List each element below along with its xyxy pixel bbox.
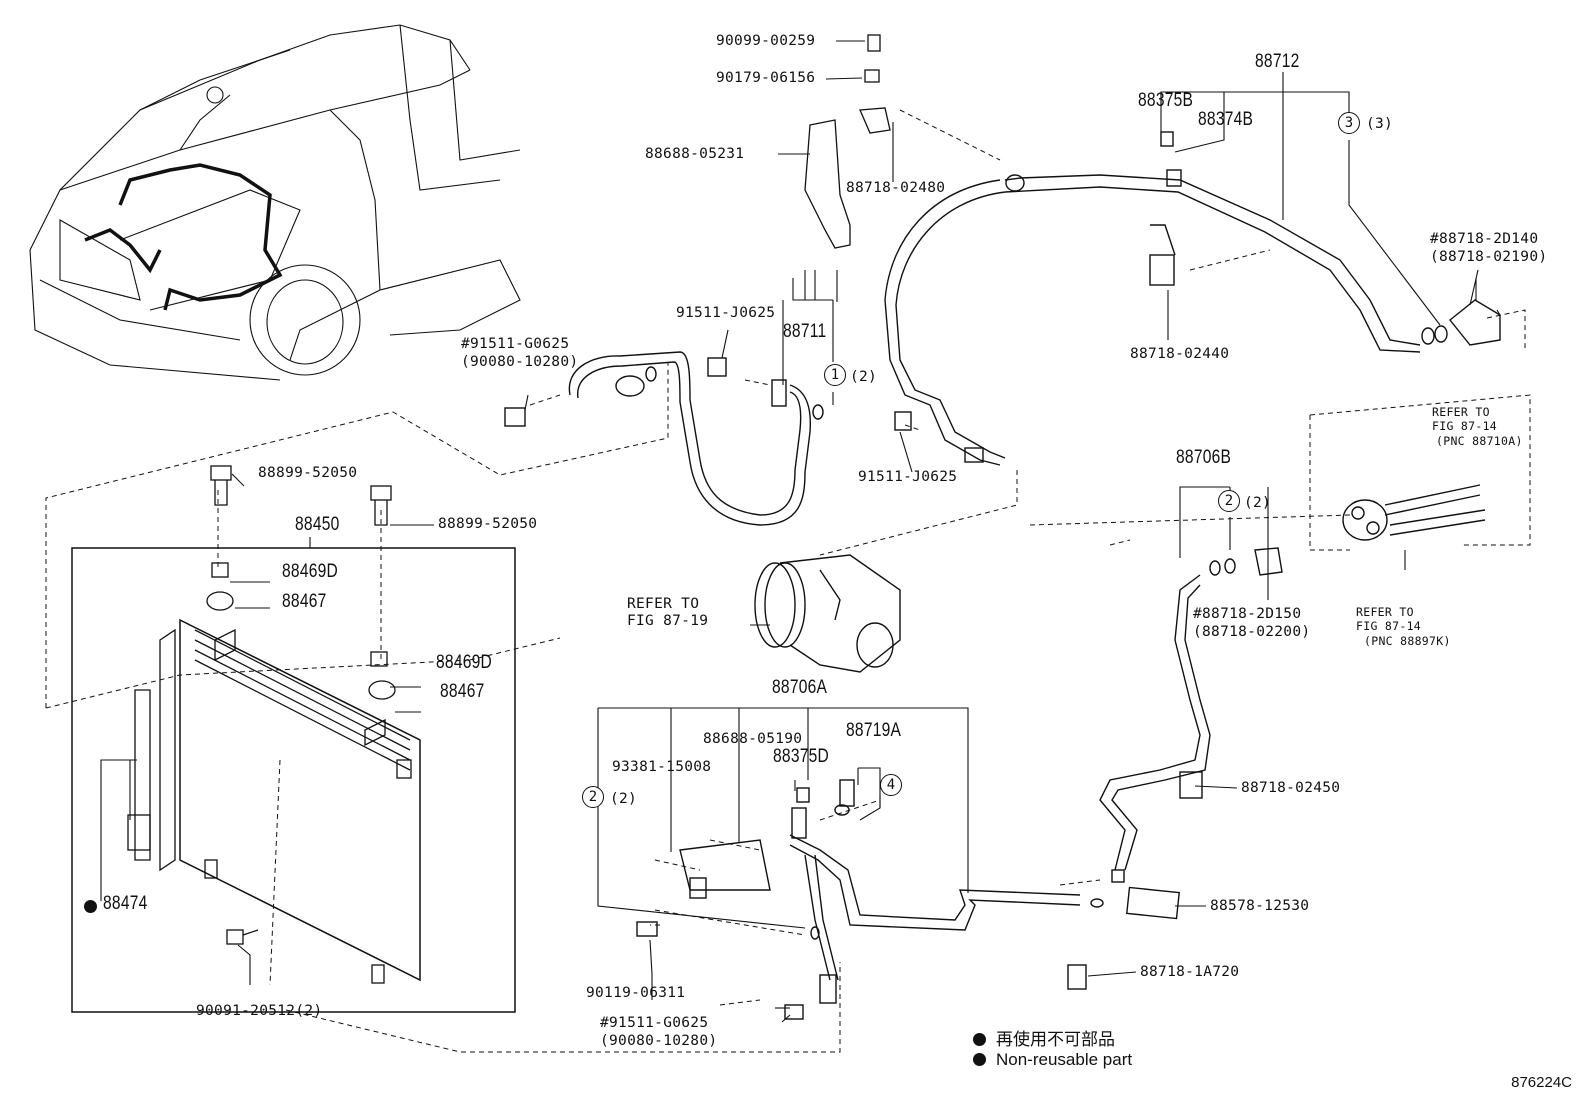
label-90080-10280-b: (90080-10280) (600, 1033, 718, 1049)
label-88718-02450: 88718-02450 (1241, 780, 1341, 796)
label-88718-02440: 88718-02440 (1130, 346, 1230, 362)
label-88474: 88474 (103, 893, 148, 914)
refer-fig-87-19-line1: REFER TO (627, 596, 700, 612)
legend-jp-text: 再使用不可部品 (996, 1030, 1115, 1049)
label-90179-06156: 90179-06156 (716, 70, 816, 86)
callout-4: 4 (880, 774, 902, 796)
legend-dot-icon (973, 1053, 986, 1066)
label-90099-00259: 90099-00259 (716, 33, 816, 49)
label-88718-02190: (88718-02190) (1430, 249, 1548, 265)
callout-2-a: 2 (1218, 490, 1240, 512)
label-88375b: 88375B (1138, 90, 1194, 111)
label-88712: 88712 (1255, 51, 1300, 72)
vehicle-illustration (29, 24, 521, 381)
label-88469d-b: 88469D (436, 652, 493, 673)
condenser-bolts (206, 465, 396, 945)
label-88899-52050-a: 88899-52050 (258, 465, 358, 481)
callout-3-qty: (3) (1366, 116, 1394, 132)
label-88578-12530: 88578-12530 (1210, 898, 1310, 914)
label-88374b: 88374B (1198, 109, 1254, 130)
dashed-guides (45, 109, 1531, 1053)
label-90091-20512: 90091-20512(2) (196, 1003, 323, 1019)
label-88688-05190: 88688-05190 (703, 731, 803, 747)
refer-fig-87-14-b-line2: FIG 87-14 (1356, 619, 1422, 633)
label-88467-b: 88467 (440, 681, 485, 702)
label-88467-a: 88467 (282, 591, 327, 612)
non-reusable-marker-88474 (84, 900, 97, 913)
condenser-box (71, 547, 516, 1013)
callout-2-b-qty: (2) (610, 791, 638, 807)
leader-lines (100, 40, 1501, 1023)
tube-88706a (636, 779, 1081, 1020)
hose-88712 (884, 131, 1501, 466)
refer-fig-87-14-b-line1: REFER TO (1356, 605, 1414, 619)
legend-en-text: Non-reusable part (996, 1050, 1133, 1069)
label-90119-06311: 90119-06311 (586, 985, 686, 1001)
callout-1: 1 (824, 364, 846, 386)
label-91511-g0625-b: #91511-G0625 (600, 1015, 709, 1031)
label-91511-g0625-a: #91511-G0625 (461, 336, 570, 352)
label-91511-j0625-a: 91511-J0625 (676, 305, 776, 321)
label-88899-52050-b: 88899-52050 (438, 516, 538, 532)
label-93381-15008: 93381-15008 (612, 759, 712, 775)
label-90080-10280-a: (90080-10280) (461, 354, 579, 370)
hose-88711 (504, 351, 824, 526)
label-88450: 88450 (295, 514, 340, 535)
label-88718-2d150: #88718-2D150 (1193, 606, 1302, 622)
callout-2-b: 2 (582, 786, 604, 808)
label-88711: 88711 (783, 321, 827, 342)
callout-2-a-qty: (2) (1244, 495, 1272, 511)
label-88718-02480: 88718-02480 (846, 180, 946, 196)
tube-88706b (1067, 484, 1486, 990)
refer-fig-87-14-a-line3: (PNC 88710A) (1436, 434, 1523, 448)
compressor (754, 554, 901, 673)
label-88719a: 88719A (846, 720, 902, 741)
refer-fig-87-14-b-line3: (PNC 88897K) (1364, 634, 1451, 648)
callout-1-qty: (2) (850, 369, 878, 385)
label-88706a: 88706A (772, 677, 828, 698)
label-88706b: 88706B (1176, 447, 1232, 468)
legend-japanese: 再使用不可部品 (973, 1025, 1115, 1050)
refer-fig-87-19-line2: FIG 87-19 (627, 613, 709, 629)
bracket-88688-05231 (804, 34, 891, 249)
figure-code: 876224C (1511, 1074, 1572, 1091)
label-88718-02200: (88718-02200) (1193, 624, 1311, 640)
label-91511-j0625-b: 91511-J0625 (858, 469, 958, 485)
label-88718-2d140: #88718-2D140 (1430, 231, 1539, 247)
condenser (127, 618, 421, 984)
callout-3: 3 (1338, 112, 1360, 134)
legend-dot-icon (973, 1033, 986, 1046)
refer-fig-87-14-a-line2: FIG 87-14 (1432, 419, 1498, 433)
legend-english: Non-reusable part (973, 1050, 1132, 1070)
label-88469d-a: 88469D (282, 561, 339, 582)
label-88718-1a720: 88718-1A720 (1140, 964, 1240, 980)
label-88688-05231: 88688-05231 (645, 146, 745, 162)
label-88375d: 88375D (773, 746, 830, 767)
refer-fig-87-14-a-line1: REFER TO (1432, 405, 1490, 419)
